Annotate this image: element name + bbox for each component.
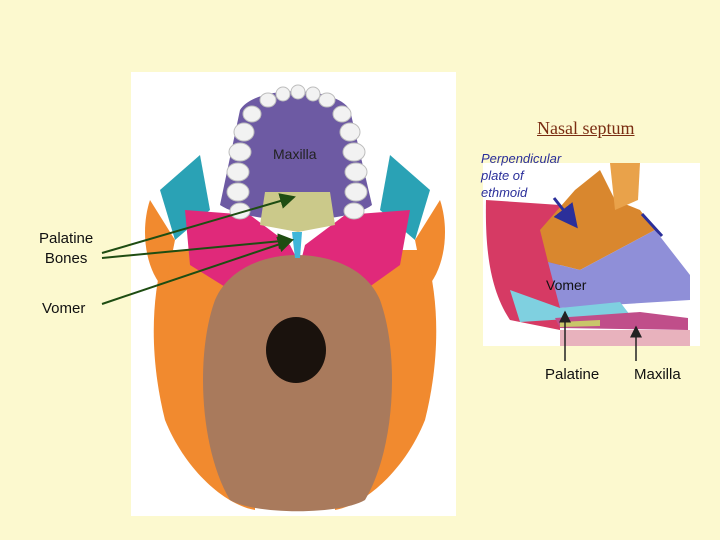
palatine-bones-arrow-1 [101, 193, 296, 254]
palatine-bones-line-1: Palatine [39, 230, 94, 247]
maxilla-label: Maxilla [634, 366, 681, 383]
maxilla-skull-label: Maxilla [273, 146, 317, 162]
foramen-magnum [266, 317, 326, 383]
perpendicular-plate-label: Perpendicular plate of ethmoid [481, 150, 561, 201]
perpendicular-line-2: plate of [481, 168, 524, 183]
ethmoid-plate [540, 170, 655, 270]
nasal-bone [610, 163, 640, 210]
zygomatic-arch-right [415, 200, 445, 290]
perpendicular-line-3: ethmoid [481, 185, 528, 200]
nasal-septum-title: Nasal septum [537, 118, 635, 138]
zygomatic-arch-left [145, 200, 175, 290]
palatine-bone [260, 192, 335, 232]
perpendicular-line-1: Perpendicular [481, 151, 562, 166]
teeth-row [226, 84, 368, 220]
maxilla-palate [220, 91, 372, 220]
occipital-bone [203, 255, 392, 512]
leader-arrows [101, 193, 642, 361]
perpendicular-plate-arrow [552, 197, 578, 229]
cartilage-pointer [640, 212, 664, 238]
palatine-bones-line-2: Bones [44, 250, 88, 267]
oral-mucosa [560, 330, 690, 346]
septal-cartilage [548, 230, 690, 308]
palatine-label: Palatine [545, 366, 600, 383]
vomer-label-septum: Vomer [546, 277, 587, 293]
skull-inferior-view [131, 72, 456, 516]
vomer-label-left: Vomer [42, 300, 86, 317]
vomer-section [510, 290, 630, 322]
palatine-bones-label: Palatine Bones [39, 229, 93, 269]
vomer-bone [292, 232, 302, 258]
palatine-bones-arrow-2 [101, 233, 294, 259]
vomer-arrow [101, 236, 294, 305]
nasal-septum-diagram [483, 163, 700, 346]
